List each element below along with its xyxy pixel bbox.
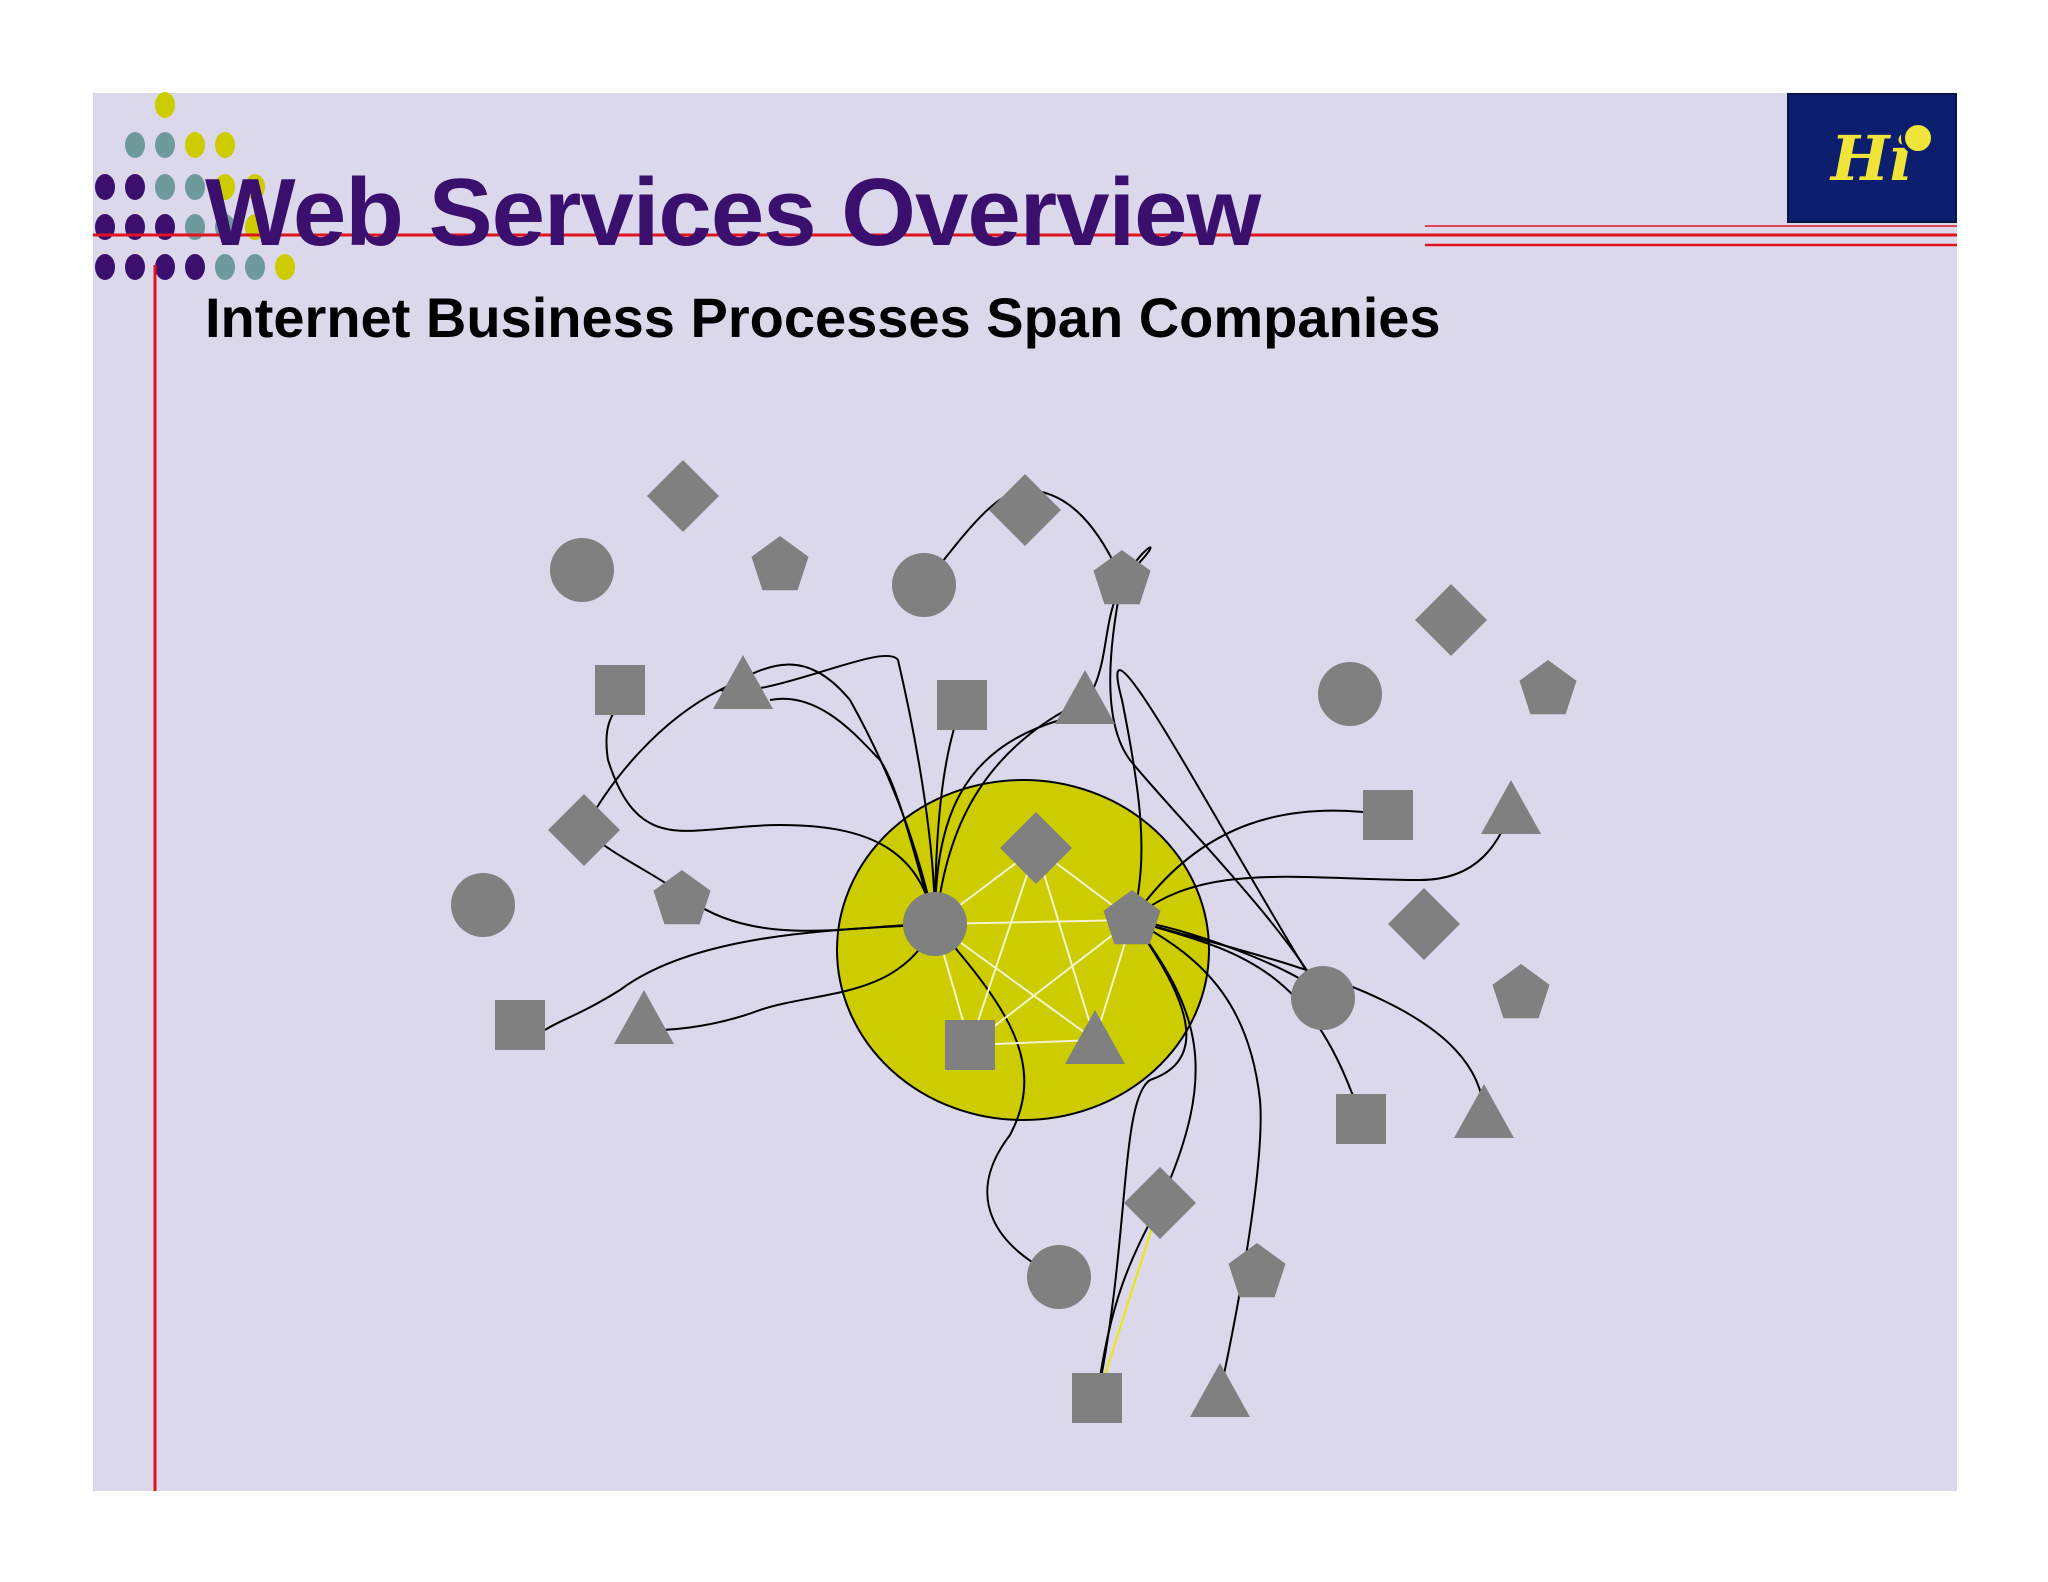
left-triangle-node (614, 990, 674, 1044)
left-pentagon-node (653, 870, 711, 925)
right-lower-square-node (1336, 1094, 1386, 1144)
connector-line (1131, 809, 1389, 921)
decorative-dot (155, 174, 175, 200)
top-left-triangle-node (713, 655, 773, 709)
right-triangle-node (1481, 780, 1541, 834)
top-left-diamond-node (647, 460, 719, 532)
core-pentagon-node (1103, 890, 1161, 945)
bottom-square-node (1072, 1373, 1122, 1423)
left-square-node (495, 1000, 545, 1050)
decorative-dot (155, 254, 175, 280)
decorative-dot (125, 132, 145, 158)
decorative-dot (245, 254, 265, 280)
right-square-node (1363, 790, 1413, 840)
decorative-dot (185, 132, 205, 158)
slide-title: Web Services Overview (205, 159, 1261, 266)
right-lower-circle-node (1291, 966, 1355, 1030)
slide-subtitle: Internet Business Processes Span Compani… (205, 286, 1441, 349)
core-square-node (945, 1020, 995, 1070)
connector-line (934, 923, 1060, 1278)
connector-line (544, 923, 936, 1031)
highlight-link (1104, 1202, 1161, 1376)
bottom-circle-node (1027, 1245, 1091, 1309)
decorative-dot (185, 254, 205, 280)
company-logo: Hi (1787, 93, 1957, 223)
decorative-dot (185, 174, 205, 200)
right-diamond-node (1415, 584, 1487, 656)
connector-line (1096, 919, 1188, 1399)
decorative-dot (95, 254, 115, 280)
decorative-dot (215, 254, 235, 280)
core-diamond-node (1000, 812, 1072, 884)
core-link (969, 919, 1133, 1046)
decorative-dot (125, 254, 145, 280)
connector-line (1131, 919, 1485, 1115)
right-lower-pentagon-node (1492, 964, 1550, 1019)
connector-line (719, 654, 936, 925)
right-pentagon-node (1519, 660, 1577, 715)
decorative-dot (275, 254, 295, 280)
core-link (934, 919, 1133, 925)
top-center-square-node (937, 680, 987, 730)
connector-line (1116, 669, 1324, 999)
right-circle-node (1318, 662, 1382, 726)
decorative-dot (215, 174, 235, 200)
left-diamond-node (548, 794, 620, 866)
top-center-circle-node (892, 553, 956, 617)
logo-text: Hi (1830, 121, 1914, 195)
connector-line (934, 546, 1152, 925)
decorative-dot (245, 174, 265, 200)
core-link (1035, 847, 1096, 1041)
decorative-dot (215, 132, 235, 158)
decorative-dot (155, 132, 175, 158)
connector-line (1109, 579, 1324, 999)
core-circle-node (903, 892, 967, 956)
connector-line (1131, 809, 1512, 921)
core-triangle-node (1065, 1010, 1125, 1064)
core-link (934, 923, 1096, 1041)
top-center-pentagon-node (1093, 550, 1151, 605)
nodes (451, 460, 1577, 1423)
decorative-dot (155, 92, 175, 118)
bottom-triangle-node (1190, 1363, 1250, 1417)
left-circle-node (451, 873, 515, 937)
top-center-triangle-node (1055, 670, 1115, 724)
decorative-dot (125, 174, 145, 200)
decorative-dot (95, 174, 115, 200)
connector-line (605, 704, 936, 925)
hub-ellipse (836, 779, 1210, 1121)
top-left-pentagon-node (751, 536, 809, 591)
logo-dot (1901, 121, 1935, 155)
connector-line (583, 663, 936, 925)
right-lower-triangle-node (1454, 1084, 1514, 1138)
bottom-diamond-node (1124, 1167, 1196, 1239)
top-left-square-node (595, 665, 645, 715)
core-link (969, 847, 1037, 1046)
connector-line (654, 923, 936, 1031)
top-left-circle-node (550, 538, 614, 602)
right-lower-diamond-node (1388, 888, 1460, 960)
connector-lines (544, 488, 1512, 1399)
top-center-diamond-node (989, 474, 1061, 546)
connector-line (1131, 919, 1262, 1394)
bottom-pentagon-node (1228, 1243, 1286, 1298)
